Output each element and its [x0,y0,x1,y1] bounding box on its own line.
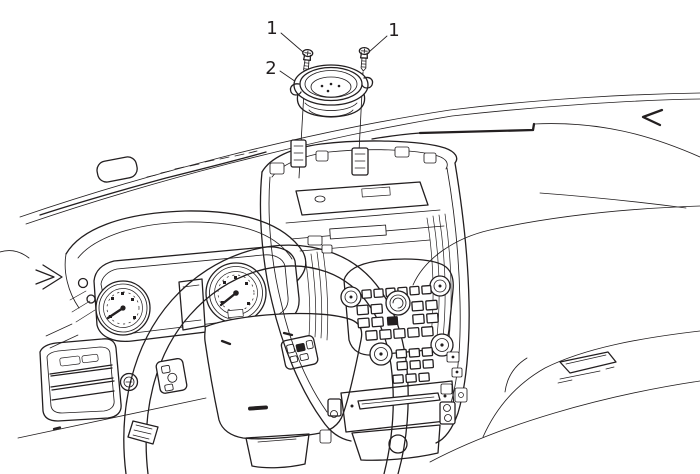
airbag-pad [204,312,363,440]
center-stack-opening [261,139,458,252]
steering-buttons-right[interactable] [280,335,319,370]
dash-sensor-opening [96,156,138,183]
cavity-slot [329,224,387,240]
dash-lower-edge-left [17,397,207,439]
mount-bracket-right [439,401,456,425]
radio-knob-right[interactable] [429,275,451,297]
turn-signal-stalk[interactable] [127,420,159,445]
callout-1-right: 1 [388,20,399,41]
hvac-knob-right[interactable] [430,333,454,357]
callout-1-left-leader [280,32,304,53]
cluster-display [178,278,206,331]
emblem-mark [248,405,268,411]
cavity-floor-plate [295,181,429,216]
defroster-vent-slots [146,150,258,178]
steering-wheel [123,244,409,474]
speaker-icon [289,64,374,118]
callout-1-right-leader [368,35,388,53]
speaker-tab-left [289,83,302,96]
steering-buttons-left[interactable] [155,357,188,394]
windshield-base-lines [19,92,700,225]
hvac-buttons[interactable] [391,346,435,384]
harness-bracket-bits [307,235,463,395]
left-dash-details [0,250,79,349]
gauge-right [205,262,267,324]
glovebox-handle[interactable] [557,351,617,384]
cd-player [319,380,468,461]
speaker-mount-bracket-right [351,147,369,176]
stack-left-vent-louvers[interactable] [304,250,329,341]
radio-center-dial[interactable] [385,290,411,316]
callout-1-left: 1 [266,18,277,39]
radio-button-grid[interactable] [356,299,439,341]
hvac-knob-left[interactable] [369,342,393,366]
speaker-tab-right [361,76,374,89]
side-vent-chevron-icon [35,269,55,285]
hvac-controls [369,333,454,384]
vent-vane[interactable] [81,353,99,364]
edge-tick [52,426,62,431]
center-stack [259,162,470,461]
gauge-left [95,280,151,336]
radio-knob-left[interactable] [340,286,362,308]
a-pillar-chevron-mark [641,108,664,127]
radio-faceplate [340,258,454,356]
lower-spoke-trim [245,433,310,469]
vent-vane[interactable] [59,355,81,367]
passenger-dash [412,205,700,463]
callout-2: 2 [265,58,276,79]
screw-right-icon [358,46,371,72]
radio-preset-buttons[interactable] [361,284,432,299]
dash-top-edge [39,108,700,216]
lower-trim-hole [388,434,408,454]
speaker-mount-bracket-left [290,139,307,168]
cd-slot[interactable] [357,392,441,410]
lower-trim [351,424,441,461]
left-air-vent [39,338,122,422]
mount-bracket-left [327,398,342,418]
